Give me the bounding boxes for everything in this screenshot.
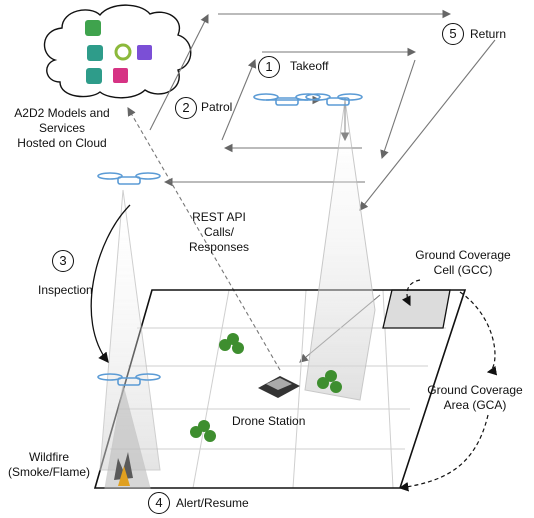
wildfire-icon: [114, 452, 133, 486]
drone-icon: [97, 172, 161, 185]
inspection-arrow: [90, 204, 131, 364]
wildfire-label: Wildfire (Smoke/Flame): [7, 450, 90, 479]
tree-icon: [317, 370, 342, 393]
robot-icon: [137, 45, 152, 60]
step-4-marker: 4: [148, 492, 170, 514]
drone-icon: [97, 373, 161, 386]
inspection-label: Inspection: [38, 283, 93, 297]
models-label: A2D2 Models and Services Hosted on Cloud: [14, 106, 110, 150]
cloud-service-icons: [85, 20, 152, 84]
gear-icon: [114, 43, 132, 61]
brain-icon: [85, 20, 101, 36]
step-5-marker: 5: [442, 23, 464, 45]
takeoff-label: Takeoff: [290, 59, 329, 73]
patrol-label: Patrol: [201, 100, 233, 114]
step-1-marker: 1: [258, 56, 280, 78]
drone-station-icon: [258, 376, 300, 398]
gcc-label: Ground Coverage Cell (GCC): [415, 248, 511, 277]
step-3-marker: 3: [52, 250, 74, 272]
brain-icon: [86, 68, 102, 84]
cloud: [43, 4, 192, 99]
drone-icon: [253, 93, 321, 106]
chip-icon: [113, 68, 128, 83]
return-label: Return: [470, 27, 507, 41]
tree-icon: [190, 420, 216, 442]
drone-station-label: Drone Station: [232, 414, 306, 428]
tree-icon: [219, 333, 244, 354]
alert-resume-label: Alert/Resume: [176, 496, 249, 510]
rest-api-label: REST API Calls/ Responses: [188, 210, 250, 254]
camera-beams: [99, 99, 376, 489]
ground-grid: [93, 289, 467, 489]
ground-coverage-cell: [382, 289, 451, 329]
step-2-marker: 2: [175, 97, 197, 119]
gca-label: Ground Coverage Area (GCA): [427, 383, 523, 412]
drone-icon: [305, 93, 363, 106]
gca-arrows: [398, 279, 498, 492]
brain-icon: [87, 45, 103, 61]
